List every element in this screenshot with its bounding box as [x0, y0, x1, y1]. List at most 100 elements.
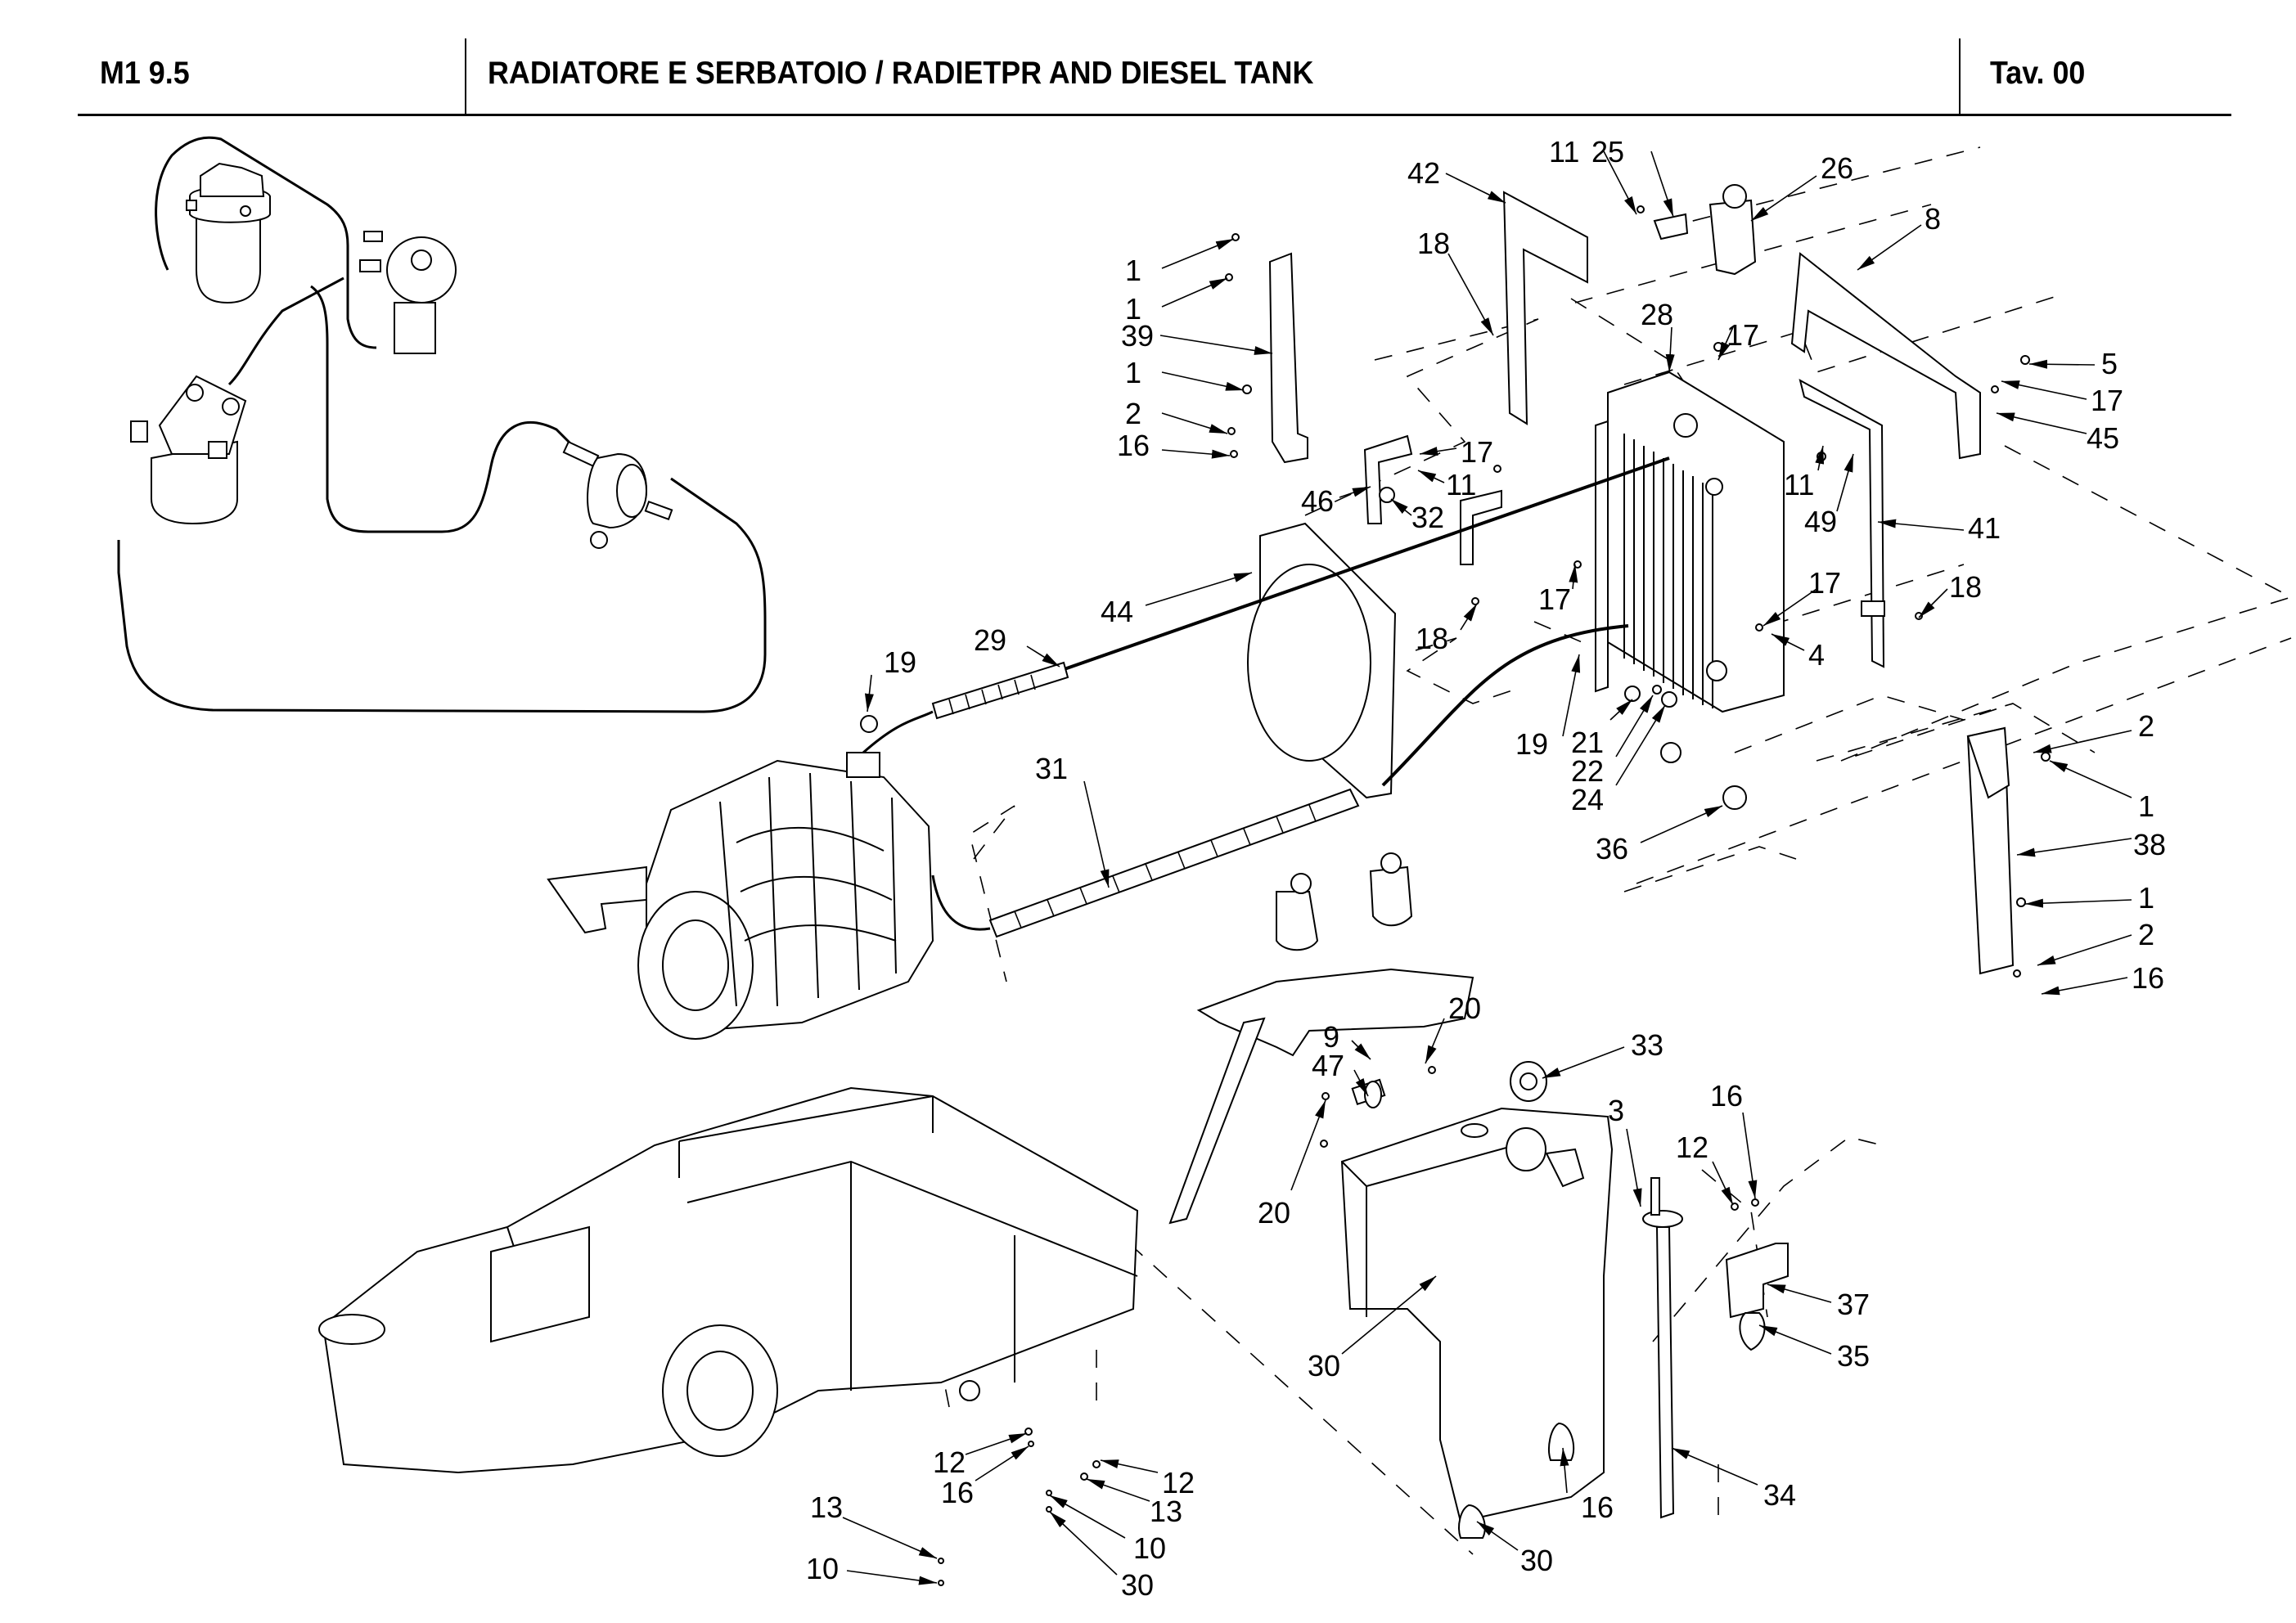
bracket-25: [1653, 213, 1689, 241]
callout-label: 17: [1727, 318, 1759, 352]
expansion-tank-26: [1708, 184, 1757, 276]
callout-16: 16: [1710, 1079, 1758, 1199]
callout-label: 37: [1837, 1288, 1870, 1321]
callout-13: 10: [1049, 1495, 1166, 1565]
callout-1: 1: [1125, 277, 1228, 326]
callout-label: 26: [1821, 151, 1853, 185]
callout-label: 35: [1837, 1339, 1870, 1373]
callouts: 1 1 39 1 2 16 42 18 11 25 26 8 28 17 5 1…: [806, 135, 2166, 1602]
fuel-line-inset: [117, 136, 767, 713]
callout-label: 30: [1520, 1544, 1553, 1577]
callout-label: 36: [1596, 832, 1628, 865]
callout-46: 46: [1301, 484, 1371, 518]
callout-4: 4: [1771, 633, 1825, 672]
callout-label: 1: [1125, 254, 1141, 287]
callout-label: 1: [2138, 881, 2154, 915]
model-code: M1 9.5: [100, 56, 190, 91]
callout-label: 1: [2138, 789, 2154, 823]
callout-18: 18: [1918, 570, 1982, 618]
fuel-cap-33: [1510, 1061, 1547, 1102]
callout-1: 1: [2049, 760, 2154, 823]
callout-10: 10: [806, 1552, 938, 1585]
callout-47: 47: [1312, 1049, 1369, 1097]
tank-bracket-37: [1725, 1243, 1789, 1319]
callout-label: 25: [1591, 135, 1624, 169]
callout-label: 2: [2138, 918, 2154, 951]
callout-label: 17: [1538, 582, 1571, 616]
callout-28: 28: [1641, 298, 1675, 373]
callout-label: 10: [806, 1552, 839, 1585]
callout-label: 21: [1571, 726, 1604, 759]
radiator-core: [1595, 371, 1785, 713]
fuel-filter-lower: [130, 375, 247, 525]
callout-36: 36: [1596, 805, 1723, 865]
callout-19: 19: [864, 645, 916, 713]
callout-45: 45: [1996, 412, 2119, 455]
callout-35: 30: [1308, 1275, 1437, 1382]
callout-label: 16: [2132, 961, 2164, 995]
callout-label: 2: [2138, 709, 2154, 743]
callout-label: 12: [1162, 1466, 1195, 1499]
callout-17: 17: [1419, 435, 1493, 469]
callout-label: 20: [1258, 1196, 1290, 1230]
callout-9: 9: [1323, 1020, 1371, 1060]
pump-mount-47: [1351, 1078, 1386, 1108]
callout-30: 30: [1476, 1521, 1553, 1577]
header-divider: [1959, 38, 1961, 114]
engine: [547, 752, 934, 1040]
callout-label: 49: [1804, 505, 1837, 538]
callout-2: 2: [2037, 918, 2154, 966]
callout-42: 42: [1407, 156, 1506, 204]
callout-1: 1: [2024, 881, 2154, 915]
callout-34: 34: [1671, 1447, 1796, 1512]
callout-44: 44: [1101, 572, 1253, 628]
callout-label: 38: [2133, 828, 2166, 861]
callout-label: 1: [1125, 356, 1141, 389]
callout-label: 5: [2101, 347, 2118, 380]
inline-fuel-pump: [562, 440, 673, 549]
callout-label: 10: [1133, 1531, 1166, 1565]
callout-label: 11: [1446, 468, 1476, 501]
callout-label: 39: [1121, 319, 1154, 353]
callout-38: 38: [2016, 828, 2166, 861]
callout-label: 13: [1150, 1495, 1182, 1528]
callout-49: 49: [1804, 453, 1854, 538]
callout-label: 1: [1125, 292, 1141, 326]
callout-12: 16: [941, 1445, 1029, 1509]
callout-label: 12: [1676, 1131, 1708, 1164]
callout-label: 18: [1949, 570, 1982, 604]
callout-10: 30: [1049, 1511, 1154, 1602]
fuel-filter-upper: [186, 162, 271, 304]
callout-31: 31: [1035, 752, 1110, 888]
callout-label: 18: [1416, 622, 1448, 655]
callout-11: 11: [1549, 135, 1637, 215]
callout-label: 13: [810, 1490, 843, 1524]
callout-label: 34: [1763, 1478, 1796, 1512]
callout-18: 18: [1417, 227, 1494, 336]
callout-label: 19: [884, 645, 916, 679]
callout-16: 12: [1100, 1459, 1195, 1499]
callout-16: 12: [933, 1432, 1028, 1479]
page-title: RADIATORE E SERBATOIO / RADIETPR AND DIE…: [488, 56, 1314, 91]
callout-label: 30: [1121, 1568, 1154, 1602]
callout-label: 32: [1411, 501, 1444, 534]
fuel-sender-34: [1642, 1177, 1683, 1519]
callout-label: 28: [1641, 298, 1673, 331]
table-number: Tav. 00: [1990, 56, 2086, 91]
callout-label: 11: [1784, 468, 1814, 501]
callout-label: 31: [1035, 752, 1068, 785]
callout-label: 20: [1448, 991, 1481, 1025]
callout-label: 29: [974, 623, 1006, 657]
filter-mount: [1168, 852, 1474, 1225]
callout-label: 12: [933, 1445, 966, 1479]
hoses: [862, 456, 1670, 938]
chassis-frame: [318, 1086, 1139, 1474]
callout-25: 25: [1591, 135, 1674, 218]
fan-shroud: [1247, 522, 1397, 799]
bracket-41: [1799, 379, 1885, 668]
callout-12: 12: [1676, 1131, 1734, 1206]
callout-26: 26: [1750, 151, 1853, 222]
callout-label: 8: [1925, 202, 1941, 236]
callout-39: 39: [1121, 319, 1273, 355]
callout-label: 16: [1581, 1490, 1614, 1524]
